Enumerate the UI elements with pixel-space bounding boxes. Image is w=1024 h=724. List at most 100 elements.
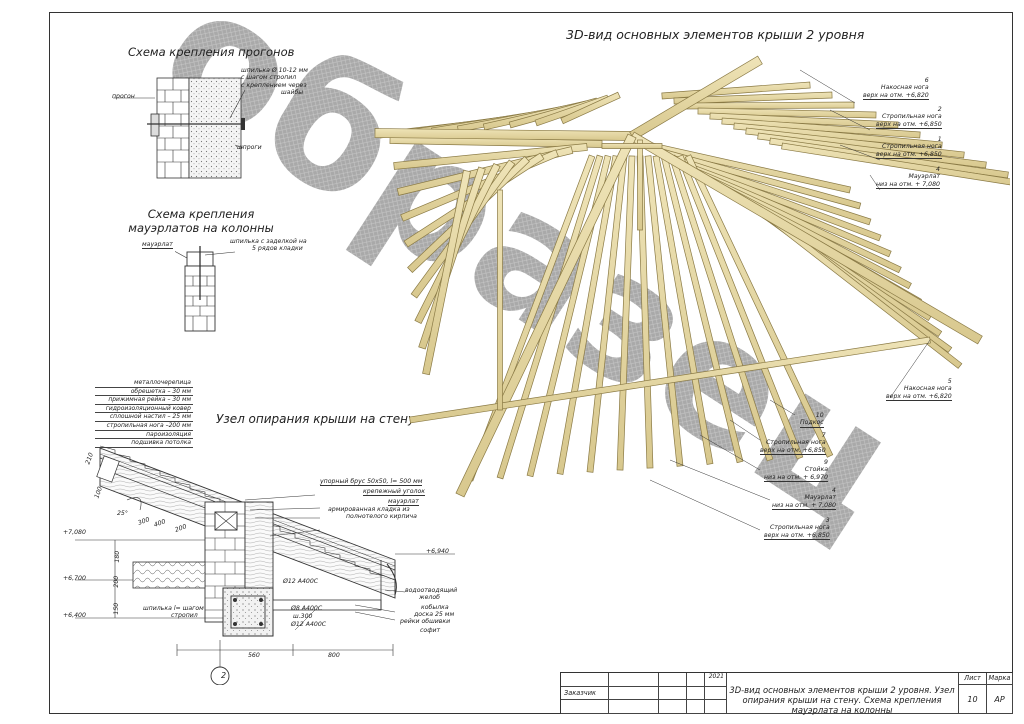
callout-elevation: низ на отм. + 7,080	[876, 180, 940, 190]
stamp-sheet-label: Лист	[959, 673, 987, 685]
shims-label: шпроги	[237, 144, 262, 151]
angle-label: 25°	[117, 510, 128, 517]
stamp-customer: Заказчик	[561, 687, 609, 700]
leader-line	[649, 479, 761, 531]
leader-line	[799, 69, 856, 104]
rebar-3-label: ш.300	[293, 613, 313, 620]
dim-180: 180	[114, 550, 122, 563]
callout-elevation: верх на отм. +6,850	[760, 446, 826, 456]
stamp-year: 2021	[705, 673, 727, 687]
main-title: 3D-вид основных элементов крыши 2 уровня	[566, 27, 865, 42]
leader-line	[839, 144, 881, 161]
rafter	[616, 155, 636, 471]
rafter	[676, 154, 804, 460]
layer-row: пароизоляция	[95, 431, 193, 440]
layer-row: металлочерепица	[95, 379, 193, 388]
callout-elevation: верх на отм. +6,850	[764, 531, 830, 541]
purlin-scheme-title: Схема крепления прогонов	[128, 45, 295, 59]
stamp-cell	[687, 700, 705, 714]
node-title: Узел опирания крыши на стену	[216, 412, 416, 426]
masonry-label: армированная кладка из полнотелого кирпи…	[328, 506, 417, 521]
post	[637, 139, 643, 231]
callout-elevation: верх на отм. +6,820	[886, 392, 952, 402]
dim-150: 150	[113, 602, 121, 615]
dim-800: 800	[328, 652, 340, 659]
dim-560: 560	[248, 652, 260, 659]
gutter-line-1: водоотводящий	[405, 587, 458, 594]
roof-node-drawing	[75, 445, 455, 685]
callout-num: 1	[937, 136, 942, 143]
layer-row: обрешетка – 30 мм	[95, 388, 193, 397]
callout-title: Подкос	[800, 419, 824, 428]
callout-num: 4	[936, 166, 940, 173]
stamp-mark: АР	[987, 685, 1013, 714]
layer-row: прижимная рейка – 30 мм	[95, 396, 193, 405]
stamp-cell	[609, 700, 659, 714]
layer-row: гидроизоляционный ковер	[95, 405, 193, 414]
rafter	[644, 155, 684, 467]
callout-title: Стропильная нога	[769, 524, 830, 532]
callout-elevation: низ на отм. + 7,080	[772, 501, 836, 511]
purlin-stud-line-1: шпилька Ø 10-12 мм	[241, 67, 308, 74]
angle-bracket-label: крепежный уголок	[363, 488, 425, 497]
sheet-frame	[49, 12, 1013, 714]
leader-line	[769, 399, 796, 416]
roof-layer-legend: металлочерепица обрешетка – 30 мм прижим…	[95, 379, 193, 448]
mauerlat-scheme-title: Схема крепления мауэрлатов на колонны	[128, 207, 274, 235]
leader-line	[869, 174, 881, 191]
roof-leader-lines	[649, 69, 931, 531]
purlin-stud-line-4: шайбы	[281, 89, 304, 97]
callout-4b: 4 Мауэрлат низ на отм. + 7,080	[772, 487, 836, 511]
rafter	[709, 112, 899, 129]
stamp-cell	[609, 673, 659, 687]
elevation-7080: +7,080	[63, 529, 86, 536]
stamp-cell	[705, 700, 727, 714]
rebar-4-label: Ø12 А400С	[291, 621, 327, 628]
callout-4a: 4 Мауэрлат низ на отм. + 7,080	[876, 166, 940, 190]
callout-num: 10	[815, 412, 824, 419]
callout-title: Мауэрлат	[804, 494, 836, 502]
callout-9: 9 Стойка низ на отм. + 6,970	[764, 459, 828, 483]
rafter	[560, 91, 621, 125]
callout-title: Мауэрлат	[908, 173, 940, 181]
elevation-6700: +6,700	[63, 575, 86, 582]
rafter	[684, 154, 834, 458]
mauerlat-stud-line-2: 5 рядов кладки	[252, 245, 303, 253]
callout-num: 7	[821, 432, 826, 439]
callout-3: 3 Стропильная нога верх на отм. +6,850	[764, 517, 830, 541]
stamp-cell	[659, 700, 687, 714]
post	[497, 189, 503, 411]
callout-num: 5	[947, 378, 952, 385]
purlin-stud-label: шпилька Ø 10-12 мм с шагом стропил с кре…	[241, 67, 308, 97]
stamp-cell	[561, 673, 609, 687]
callout-elevation: верх на отм. +6,850	[876, 120, 942, 130]
callout-num: 9	[824, 459, 828, 466]
mauerlat-label: мауэрлат	[142, 241, 173, 250]
stamp-cell	[561, 700, 609, 714]
purlin-scheme-drawing	[113, 77, 246, 179]
callout-num: 6	[924, 77, 929, 84]
stud-node-line-2: стропил	[171, 612, 198, 620]
battens-label: рейки обшивки	[400, 618, 451, 625]
node-number: 2	[221, 671, 227, 680]
layer-row: подшивка потолка	[95, 439, 193, 448]
title-block: 2021 Заказчик 3D-вид основных элементов …	[560, 672, 1013, 715]
stud-node-line-1: шпилька l= шагом	[143, 605, 204, 612]
stamp-sheet-number: 10	[959, 685, 987, 714]
stamp-cell	[687, 673, 705, 687]
callout-6: 6 Накосная нога верх на отм. +6,820	[863, 77, 929, 101]
mauerlat	[409, 336, 931, 424]
callout-title: Стойка	[804, 466, 828, 474]
callout-title: Стропильная нога	[881, 113, 942, 121]
mauerlat-stud-label: шпилька с заделкой на 5 рядов кладки	[230, 238, 307, 253]
purlin-stud-line-2: с шагом стропил	[241, 74, 297, 82]
brace-label: упорный брус 50x50, l= 500 мм	[320, 478, 423, 487]
callout-title: Стропильная нога	[881, 143, 942, 151]
stamp-cell	[659, 673, 687, 687]
callout-num: 4	[832, 487, 836, 494]
callout-title: Накосная нога	[903, 385, 952, 393]
leader-line	[699, 434, 761, 471]
rafter	[673, 91, 833, 105]
leader-line	[829, 109, 871, 131]
